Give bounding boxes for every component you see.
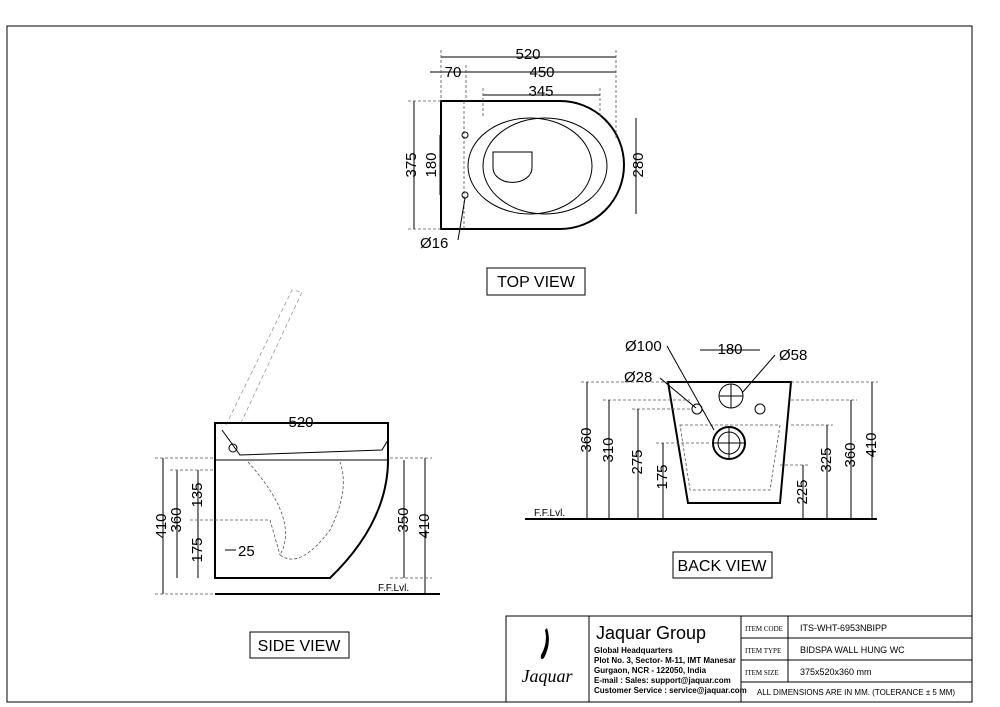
side-dim-410-right: 410 [416, 513, 433, 538]
side-dim-175: 175 [189, 537, 206, 562]
back-dim-410: 410 [863, 432, 880, 457]
side-dim-410: 410 [153, 513, 170, 538]
back-dim-180: 180 [717, 341, 742, 358]
side-dim-360: 360 [168, 507, 185, 532]
top-view-label: TOP VIEW [497, 274, 576, 291]
top-dim-375: 375 [403, 152, 420, 177]
back-dim-175: 175 [654, 464, 671, 489]
logo-mark-icon [540, 628, 549, 659]
back-dim-58: Ø58 [779, 347, 807, 364]
item-code-value: ITS-WHT-6953NBIPP [800, 623, 887, 633]
item-size-key: ITEM SIZE [745, 669, 779, 677]
top-dim-450: 450 [529, 64, 554, 81]
back-dim-325: 325 [818, 447, 835, 472]
side-dim-135: 135 [189, 482, 206, 507]
side-view: 520 410 360 135 175 25 350 410 F.F.Lvl. … [153, 289, 440, 659]
back-view: Ø100 180 Ø58 Ø28 360 310 275 175 225 325… [525, 338, 880, 579]
address-line-1: Global Headquarters [594, 646, 673, 655]
side-dim-25: 25 [238, 543, 255, 560]
side-floor-label: F.F.Lvl. [378, 583, 409, 594]
top-dim-hole: Ø16 [420, 235, 448, 252]
back-dim-310: 310 [600, 437, 617, 462]
back-floor-label: F.F.Lvl. [534, 508, 565, 519]
address-line-5: Customer Service : service@jaquar.com [594, 686, 747, 695]
side-dim-350: 350 [395, 507, 412, 532]
back-dim-360: 360 [578, 427, 595, 452]
back-view-label: BACK VIEW [678, 558, 768, 575]
item-type-value: BIDSPA WALL HUNG WC [800, 645, 905, 655]
item-code-key: ITEM CODE [745, 625, 783, 633]
top-dim-345: 345 [528, 83, 553, 100]
logo-text: Jaquar [522, 666, 574, 686]
side-view-label: SIDE VIEW [258, 638, 342, 655]
company-name: Jaquar Group [596, 623, 706, 643]
item-size-value: 375x520x360 mm [800, 667, 872, 677]
title-block: Jaquar Jaquar Group Global Headquarters … [505, 615, 973, 703]
dimension-note: ALL DIMENSIONS ARE IN MM. (TOLERANCE ± 5… [757, 688, 956, 697]
back-dim-360-right: 360 [842, 442, 859, 467]
top-dim-180: 180 [423, 152, 440, 177]
top-dim-280: 280 [630, 152, 647, 177]
side-dim-520: 520 [288, 414, 313, 431]
item-type-key: ITEM TYPE [745, 647, 781, 655]
top-dim-520: 520 [515, 46, 540, 63]
back-dim-100: Ø100 [625, 338, 662, 355]
back-dim-275: 275 [629, 449, 646, 474]
drawing-frame [6, 25, 973, 703]
address-line-3: Gurgaon, NCR - 122050, India [594, 666, 707, 675]
top-view: 520 70 450 345 375 180 280 Ø16 TOP VIEW [403, 46, 647, 296]
back-dim-225: 225 [794, 479, 811, 504]
address-line-4: E-mail : Sales: support@jaquar.com [594, 676, 731, 685]
top-dim-70: 70 [445, 64, 462, 81]
address-line-2: Plot No. 3, Sector- M-11, IMT Manesar [594, 656, 736, 665]
back-dim-28: Ø28 [624, 369, 652, 386]
